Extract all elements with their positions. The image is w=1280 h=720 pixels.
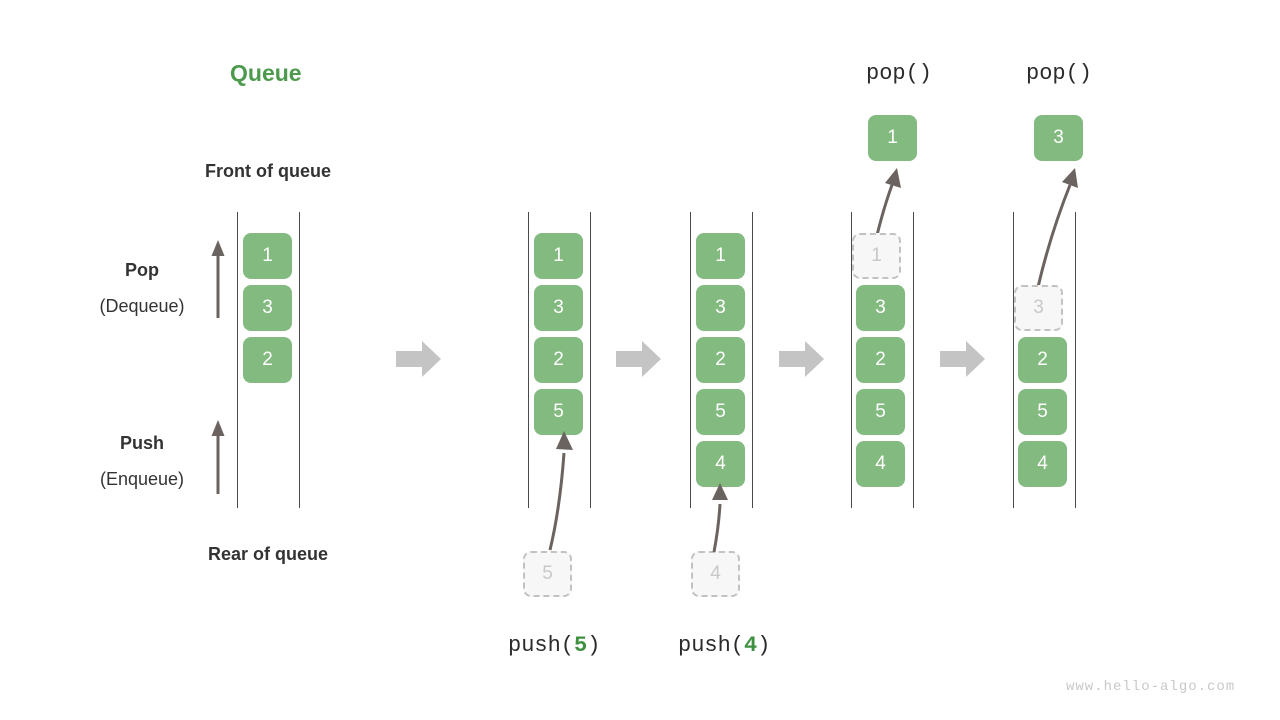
queue-item: 2	[856, 337, 905, 383]
queue-item: 5	[696, 389, 745, 435]
queue-item: 2	[534, 337, 583, 383]
pop-label: Pop	[125, 260, 159, 280]
popped-item: 1	[868, 115, 917, 161]
push-curve-arrow-icon	[712, 483, 728, 553]
op-label-pop1: pop()	[866, 61, 933, 86]
op-number: 5	[574, 633, 588, 658]
queue-rail-left-col2	[528, 212, 529, 508]
op-prefix: push(	[678, 633, 745, 658]
queue-rail-right-col4	[913, 212, 914, 508]
queue-item: 4	[696, 441, 745, 487]
queue-rail-left-col5	[1013, 212, 1014, 508]
page-title: Queue	[230, 60, 302, 86]
queue-item: 2	[243, 337, 292, 383]
queue-rail-right-col2	[590, 212, 591, 508]
pop-alt-label: (Dequeue)	[99, 296, 185, 316]
queue-item: 2	[1018, 337, 1067, 383]
queue-item: 4	[1018, 441, 1067, 487]
queue-item: 3	[534, 285, 583, 331]
queue-item: 5	[1018, 389, 1067, 435]
incoming-ghost-item: 4	[691, 551, 740, 597]
queue-item: 3	[856, 285, 905, 331]
op-label-push4: push(4)	[678, 633, 770, 658]
queue-rail-right-col3	[752, 212, 753, 508]
popped-item: 3	[1034, 115, 1083, 161]
front-of-queue-label: Front of queue	[205, 161, 331, 181]
queue-item: 1	[696, 233, 745, 279]
queue-item: 1	[243, 233, 292, 279]
queue-item: 3	[696, 285, 745, 331]
queue-rail-left-col1	[237, 212, 238, 508]
queue-item: 4	[856, 441, 905, 487]
queue-item: 5	[534, 389, 583, 435]
pop-direction-arrow-icon	[211, 240, 225, 318]
op-suffix: )	[587, 633, 601, 658]
rear-of-queue-label: Rear of queue	[207, 544, 329, 564]
stage-arrow-3-icon	[779, 341, 824, 377]
op-number: 4	[744, 633, 758, 658]
op-label-push5: push(5)	[508, 633, 600, 658]
stage-arrow-2-icon	[616, 341, 661, 377]
push-label: Push	[119, 433, 164, 453]
queue-item: 2	[696, 337, 745, 383]
op-prefix: push(	[508, 633, 575, 658]
queue-rail-right-col1	[299, 212, 300, 508]
queue-item: 5	[856, 389, 905, 435]
queue-item: 3	[243, 285, 292, 331]
queue-rail-left-col3	[690, 212, 691, 508]
stage-arrow-1-icon	[396, 341, 441, 377]
push-curve-arrow-icon	[548, 431, 573, 551]
op-suffix: )	[757, 633, 771, 658]
stage-arrow-4-icon	[940, 341, 985, 377]
push-direction-arrow-icon	[211, 420, 225, 494]
queue-rail-right-col5	[1075, 212, 1076, 508]
queue-rail-left-col4	[851, 212, 852, 508]
queue-ghost-item: 1	[852, 233, 901, 279]
incoming-ghost-item: 5	[523, 551, 572, 597]
pop-curve-arrow-icon	[1036, 168, 1078, 288]
queue-ghost-item: 3	[1014, 285, 1063, 331]
watermark: www.hello-algo.com	[1066, 679, 1236, 695]
push-alt-label: (Enqueue)	[99, 469, 185, 489]
op-label-pop2: pop()	[1026, 61, 1093, 86]
queue-item: 1	[534, 233, 583, 279]
